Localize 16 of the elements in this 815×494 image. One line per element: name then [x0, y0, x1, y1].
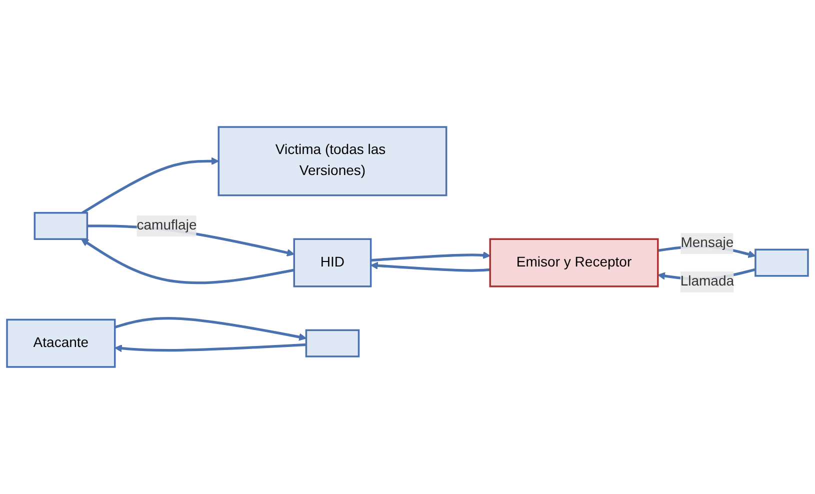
arrow [114, 317, 307, 341]
node-box [34, 212, 88, 240]
arrow [80, 238, 294, 284]
node-box [754, 248, 809, 277]
node-box [305, 329, 360, 358]
node-box: Emisor y Receptor [489, 238, 659, 288]
arrow [370, 262, 490, 272]
edge-label: Llamada [680, 274, 734, 289]
edge-label: Mensaje [680, 236, 734, 251]
node-box: HID [293, 238, 372, 288]
edge-label: camuflaje [136, 218, 197, 233]
arrow [82, 157, 219, 214]
node-box: Atacante [6, 318, 116, 368]
arrow [370, 251, 490, 262]
node-box: Victima (todas las Versiones) [218, 126, 448, 196]
arrow [114, 343, 306, 352]
